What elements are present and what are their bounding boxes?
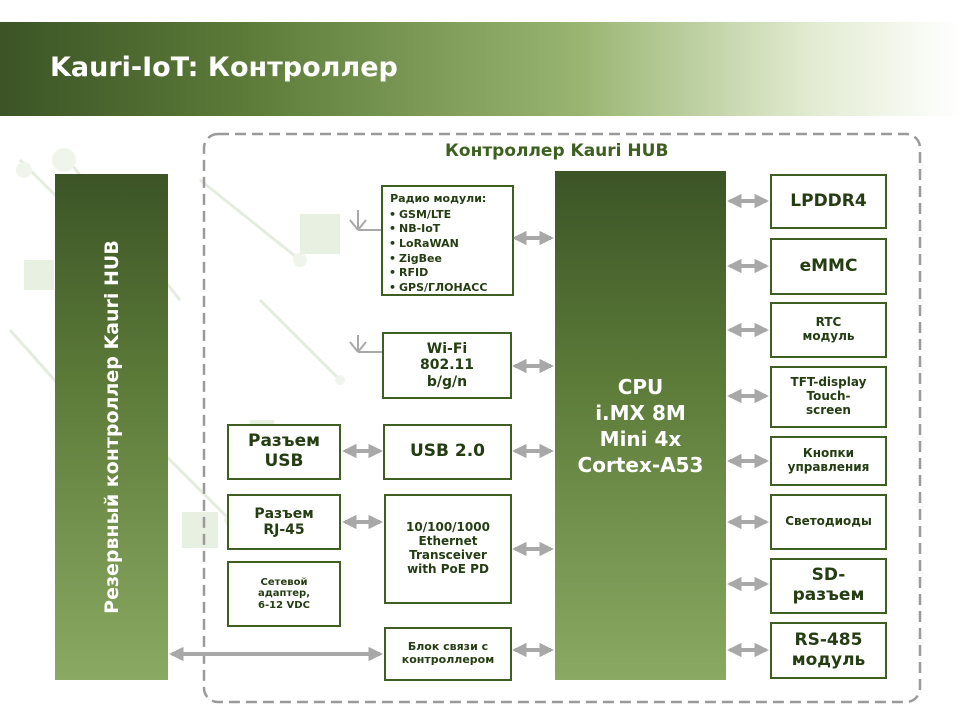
rtc-label: RTC модуль [802, 315, 855, 343]
wifi-label: Wi-Fi 802.11 b/g/n [419, 341, 475, 390]
ethernet-label: 10/100/1000 Ethernet Transceiver with Po… [406, 520, 490, 576]
radio-modules-title: Радио модули: [390, 192, 487, 205]
radio-module-item: GSM/LTE [389, 208, 487, 223]
emmc-label: eMMC [799, 255, 858, 276]
rs485-block: RS-485 модуль [770, 622, 887, 679]
slide-title: Kauri-IoT: Контроллер [50, 52, 398, 83]
leds-label: Светодиоды [785, 514, 872, 529]
buttons-block: Кнопки управления [770, 436, 887, 486]
radio-module-item: NB-IoT [389, 222, 487, 237]
ethernet-block: 10/100/1000 Ethernet Transceiver with Po… [384, 494, 512, 604]
wifi-antenna-icon [349, 335, 382, 353]
cpu-label: CPU i.MX 8M Mini 4x Cortex-A53 [577, 374, 704, 477]
rtc-block: RTC модуль [770, 302, 887, 358]
link-block: Блок связи с контроллером [384, 627, 512, 681]
rs485-label: RS-485 модуль [791, 629, 866, 670]
controller-group-title: Контроллер Kauri HUB [445, 141, 669, 161]
cpu-block: CPU i.MX 8M Mini 4x Cortex-A53 [555, 171, 726, 680]
emmc-block: eMMC [770, 238, 887, 295]
tft-display-block: TFT-display Touch- screen [770, 366, 887, 428]
title-band [0, 22, 960, 116]
sd-connector-label: SD- разъем [792, 565, 865, 605]
radio-module-item: ZigBee [389, 252, 487, 267]
usb-connector-label: Разъем USB [247, 431, 320, 471]
radio-module-item: RFID [389, 266, 487, 281]
buttons-label: Кнопки управления [787, 446, 870, 474]
tft-display-label: TFT-display Touch- screen [790, 375, 867, 417]
controller-container-border [202, 132, 922, 704]
radio-antenna-icon [349, 210, 382, 231]
radio-modules-list: GSM/LTE NB-IoT LoRaWAN ZigBee RFID GPS/Г… [389, 208, 487, 296]
link-label: Блок связи с контроллером [401, 640, 495, 666]
power-adapter-label: Сетевой адаптер, 6-12 VDC [257, 576, 311, 611]
lpddr4-block: LPDDR4 [770, 174, 887, 229]
radio-modules-block: Радио модули: GSM/LTE NB-IoT LoRaWAN Zig… [381, 185, 514, 296]
reserve-controller-label: Резервный контроллер Kauri HUB [100, 240, 123, 614]
sd-connector-block: SD- разъем [770, 558, 887, 614]
usb-module-label: USB 2.0 [409, 441, 486, 462]
radio-module-item: LoRaWAN [389, 237, 487, 252]
rj45-connector-label: Разъем RJ-45 [254, 505, 314, 538]
usb-connector-block: Разъем USB [227, 424, 341, 480]
radio-module-item: GPS/ГЛОНАСС [389, 281, 487, 296]
wifi-block: Wi-Fi 802.11 b/g/n [382, 332, 512, 399]
usb-module-block: USB 2.0 [383, 424, 512, 480]
rj45-connector-block: Разъем RJ-45 [227, 494, 341, 550]
reserve-controller-block: Резервный контроллер Kauri HUB [55, 174, 168, 680]
lpddr4-label: LPDDR4 [790, 190, 867, 211]
power-adapter-block: Сетевой адаптер, 6-12 VDC [227, 561, 341, 627]
radio-modules-content: Радио модули: GSM/LTE NB-IoT LoRaWAN Zig… [389, 192, 487, 295]
leds-block: Светодиоды [770, 494, 887, 550]
